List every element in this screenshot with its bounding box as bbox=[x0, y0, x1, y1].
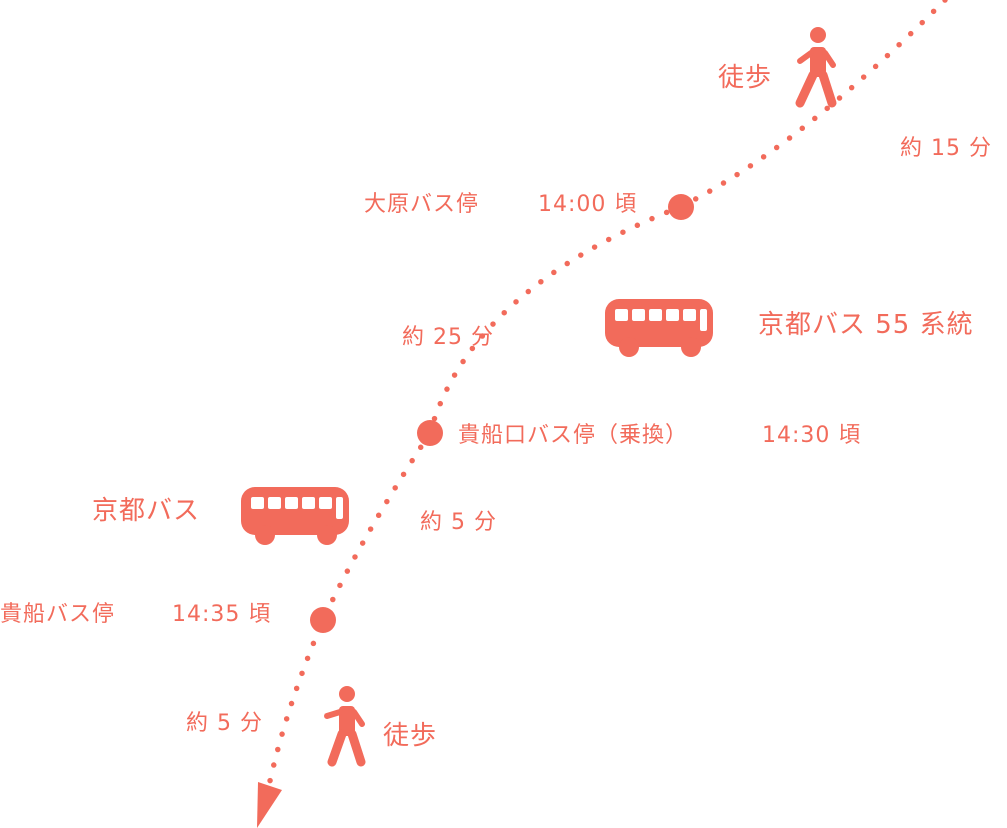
duration-label: 約 15 分 bbox=[900, 136, 992, 161]
stop-time-label: 14:00 頃 bbox=[538, 192, 638, 217]
stop-name-label: 貴船口バス停（乗換） bbox=[458, 423, 689, 448]
stop-marker-ohara bbox=[668, 194, 694, 220]
walk-icon bbox=[795, 27, 837, 108]
duration-label: 約 5 分 bbox=[420, 510, 497, 535]
walk-icon bbox=[324, 686, 366, 767]
duration-label: 約 25 分 bbox=[402, 325, 494, 350]
stop-marker-kibune bbox=[310, 607, 336, 633]
bus-icon bbox=[605, 299, 713, 357]
stop-marker-kibuneguchi bbox=[417, 420, 443, 446]
walk-label: 徒歩 bbox=[383, 721, 438, 751]
route-path bbox=[265, 0, 948, 793]
walk-label: 徒歩 bbox=[718, 63, 773, 93]
duration-label: 約 5 分 bbox=[186, 711, 263, 736]
bus-route-label: 京都バス bbox=[92, 496, 201, 526]
bus-icon bbox=[241, 487, 349, 545]
bus-route-label: 京都バス 55 系統 bbox=[758, 310, 974, 340]
stop-name-label: 貴船バス停 bbox=[0, 602, 116, 627]
stop-name-label: 大原バス停 bbox=[364, 192, 480, 217]
route-arrowhead bbox=[257, 782, 282, 828]
stop-time-label: 14:35 頃 bbox=[172, 602, 272, 627]
stop-time-label: 14:30 頃 bbox=[762, 423, 862, 448]
